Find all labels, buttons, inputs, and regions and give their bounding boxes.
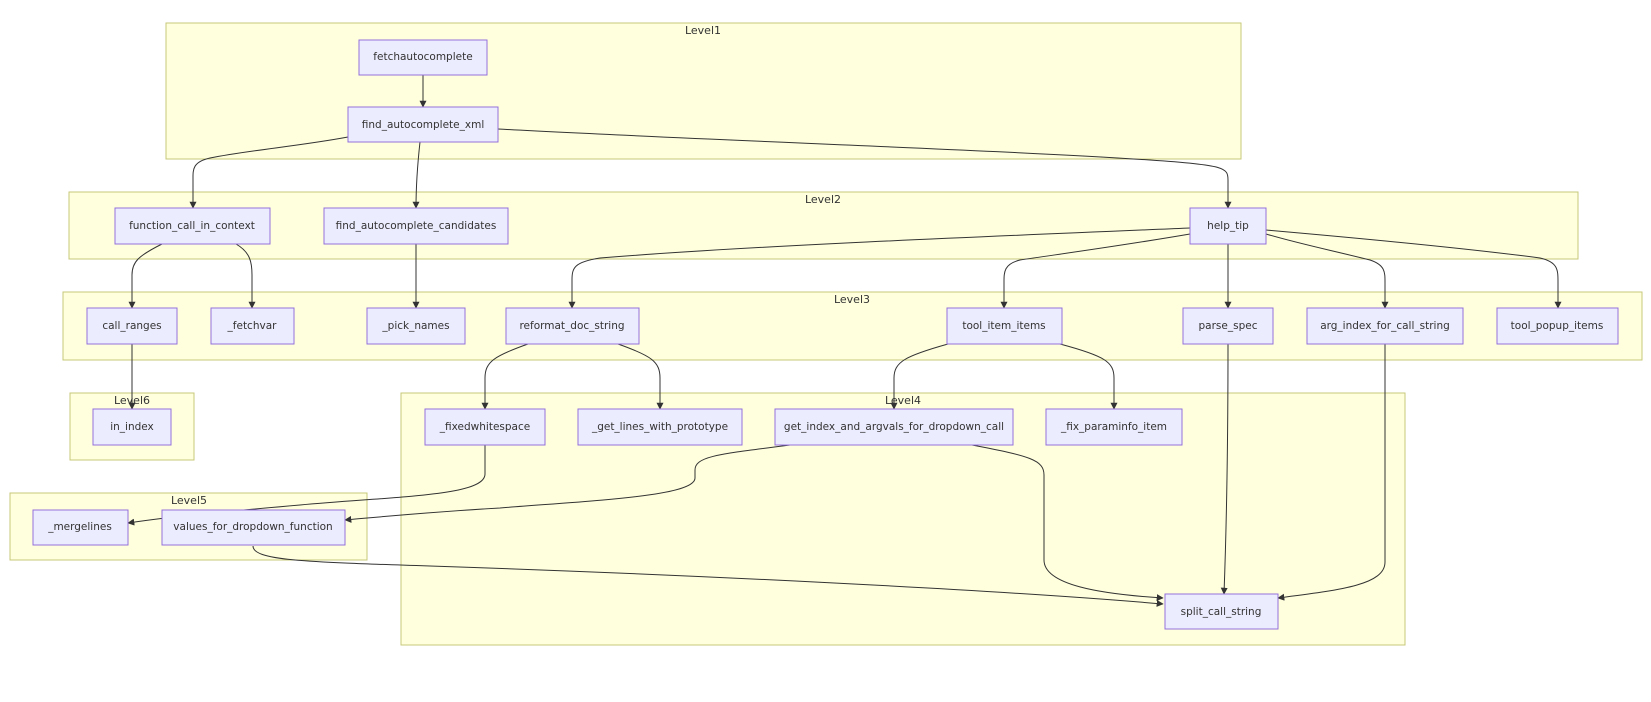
node-function_call_in_context[interactable]: function_call_in_context	[114, 207, 271, 245]
node-split_call_string[interactable]: split_call_string	[1164, 593, 1279, 630]
node-label: help_tip	[1207, 220, 1249, 232]
node-fix_paraminfo_item[interactable]: _fix_paraminfo_item	[1045, 408, 1183, 446]
node-call_ranges[interactable]: call_ranges	[86, 307, 178, 345]
node-fetchautocomplete[interactable]: fetchautocomplete	[358, 39, 488, 76]
node-label: parse_spec	[1199, 320, 1258, 332]
cluster-label: Level4	[885, 394, 921, 407]
node-label: in_index	[110, 421, 154, 433]
node-label: call_ranges	[102, 320, 161, 332]
node-label: find_autocomplete_candidates	[336, 220, 497, 232]
edge-tool_item_items-get_index_and_argvals_for_dropdown_call	[890, 343, 949, 410]
node-label: _get_lines_with_prototype	[591, 421, 728, 433]
node-label: reformat_doc_string	[519, 320, 624, 332]
node-find_autocomplete_candidates[interactable]: find_autocomplete_candidates	[323, 207, 509, 245]
node-find_autocomplete_xml[interactable]: find_autocomplete_xml	[347, 106, 499, 143]
cluster-label: Level5	[171, 494, 207, 507]
node-label: get_index_and_argvals_for_dropdown_call	[784, 421, 1004, 433]
edge-function_call_in_context-fetchvar	[235, 243, 256, 309]
node-values_for_dropdown_function[interactable]: values_for_dropdown_function	[161, 509, 346, 546]
edge-arg_index_for_call_string-split_call_string	[1277, 344, 1386, 601]
cluster-level2: Level2	[68, 191, 1579, 260]
node-label: _fetchvar	[227, 320, 278, 332]
edge-get_index_and_argvals_for_dropdown_call-split_call_string	[971, 444, 1164, 602]
node-tool_item_items[interactable]: tool_item_items	[946, 307, 1063, 345]
node-fixedwhitespace[interactable]: _fixedwhitespace	[424, 408, 546, 446]
node-fetchvar[interactable]: _fetchvar	[210, 307, 295, 345]
node-reformat_doc_string[interactable]: reformat_doc_string	[505, 307, 640, 345]
node-label: _pick_names	[381, 320, 449, 332]
edge-tool_item_items-fix_paraminfo_item	[1059, 343, 1118, 410]
node-label: function_call_in_context	[129, 220, 255, 232]
node-label: arg_index_for_call_string	[1320, 320, 1450, 332]
cluster-label: Level1	[685, 24, 721, 37]
node-get_lines_with_prototype[interactable]: _get_lines_with_prototype	[577, 408, 743, 446]
edge-values_for_dropdown_function-split_call_string	[252, 545, 1164, 607]
node-pick_names[interactable]: _pick_names	[366, 307, 466, 345]
edge-help_tip-tool_item_items	[1000, 233, 1191, 309]
edge-reformat_doc_string-get_lines_with_prototype	[617, 343, 664, 410]
node-parse_spec[interactable]: parse_spec	[1182, 307, 1274, 345]
cluster-label: Level2	[805, 193, 841, 206]
node-label: tool_item_items	[962, 320, 1045, 332]
node-label: values_for_dropdown_function	[173, 521, 332, 533]
node-in_index[interactable]: in_index	[92, 408, 172, 446]
node-label: tool_popup_items	[1511, 320, 1604, 332]
node-label: _fixedwhitespace	[439, 421, 530, 433]
edge-find_autocomplete_xml-help_tip	[497, 128, 1232, 209]
edge-help_tip-reformat_doc_string	[568, 227, 1191, 309]
edges	[127, 75, 1562, 607]
edge-reformat_doc_string-fixedwhitespace	[481, 343, 529, 410]
node-label: fetchautocomplete	[373, 51, 472, 63]
node-label: split_call_string	[1181, 606, 1262, 618]
edge-find_autocomplete_xml-function_call_in_context	[189, 136, 349, 209]
node-label: _mergelines	[47, 521, 112, 533]
edge-find_autocomplete_xml-find_autocomplete_candidates	[412, 141, 421, 209]
edge-get_index_and_argvals_for_dropdown_call-values_for_dropdown_function	[344, 444, 791, 523]
node-mergelines[interactable]: _mergelines	[32, 509, 129, 546]
node-label: find_autocomplete_xml	[362, 119, 484, 131]
edge-help_tip-tool_popup_items	[1265, 229, 1562, 309]
cluster-level1: Level1	[165, 22, 1242, 160]
node-tool_popup_items[interactable]: tool_popup_items	[1496, 307, 1619, 345]
node-label: _fix_paraminfo_item	[1060, 421, 1167, 433]
node-arg_index_for_call_string[interactable]: arg_index_for_call_string	[1306, 307, 1464, 345]
edge-function_call_in_context-call_ranges	[128, 243, 163, 309]
edge-parse_spec-split_call_string	[1220, 343, 1229, 595]
edge-help_tip-arg_index_for_call_string	[1265, 233, 1389, 309]
cluster-label: Level3	[834, 293, 870, 306]
node-help_tip[interactable]: help_tip	[1189, 207, 1267, 245]
node-get_index_and_argvals_for_dropdown_call[interactable]: get_index_and_argvals_for_dropdown_call	[774, 408, 1014, 446]
